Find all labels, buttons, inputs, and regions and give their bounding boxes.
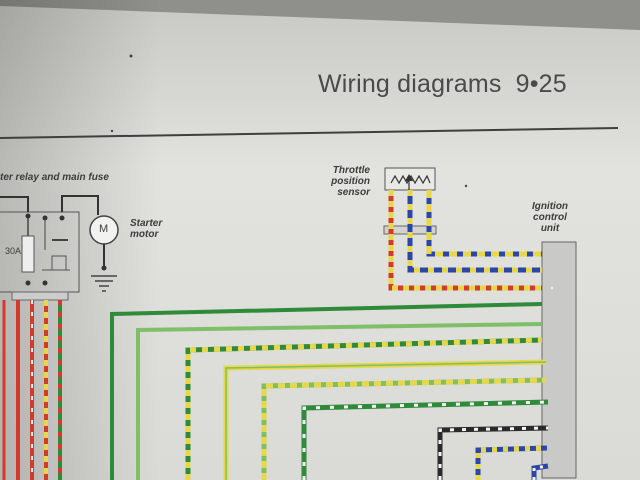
ignition-unit-label: Ignition control unit <box>524 201 576 234</box>
starter-motor-label-line: motor <box>130 229 159 240</box>
relay-connector <box>11 291 69 301</box>
starter-motor-label: Starter motor <box>130 218 162 240</box>
throttle-sensor-label-line: position <box>331 176 370 187</box>
starter-motor-symbol <box>89 215 119 292</box>
starter-motor-label-line: Starter <box>130 218 163 229</box>
starter-relay-label: ter relay and main fuse <box>0 172 109 183</box>
ignition-unit-label-line: control <box>533 212 567 223</box>
throttle-sensor-label-line: sensor <box>337 187 370 198</box>
wire-green-yellow <box>185 337 543 480</box>
page-number: 9•25 <box>515 70 567 98</box>
main-fuse <box>21 235 35 273</box>
starter-relay-block <box>0 195 99 301</box>
throttle-sensor-label: Throttle position sensor <box>318 165 370 198</box>
wire-harness <box>2 190 549 480</box>
wire-green <box>110 302 543 480</box>
throttle-sensor-label-line: Throttle <box>332 165 370 176</box>
fuse-rating-label: 30A <box>5 246 22 256</box>
ignition-unit-label-line: unit <box>540 223 560 234</box>
ignition-control-unit <box>541 241 577 479</box>
header-rule <box>0 127 619 139</box>
page-header: Wiring diagrams 9•25 <box>318 70 567 99</box>
wire-blue-yellow-2 <box>475 445 549 480</box>
motor-symbol-label: M <box>99 223 109 235</box>
ignition-unit-label-line: Ignition <box>531 201 569 212</box>
wire-light-green <box>136 322 543 480</box>
page-title: Wiring diagrams <box>318 70 502 98</box>
